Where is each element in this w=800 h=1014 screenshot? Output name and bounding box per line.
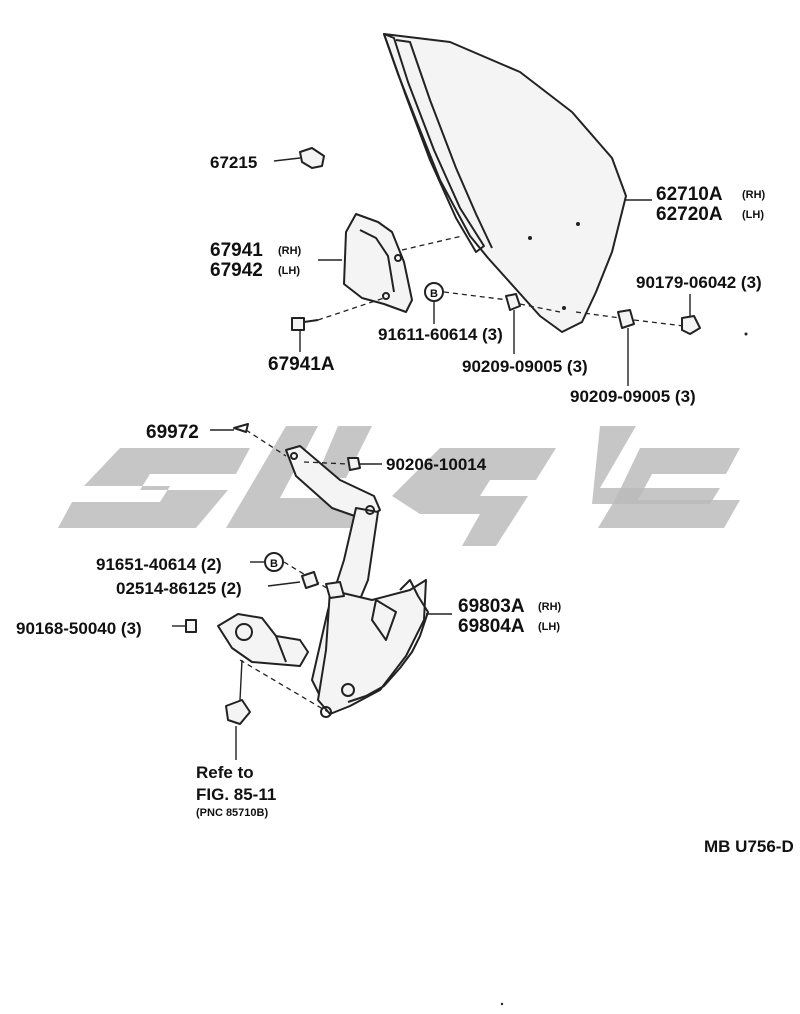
label-62710A: 62710A <box>656 184 723 205</box>
label-69804A: 69804A <box>458 616 525 637</box>
svg-text:B: B <box>430 288 438 300</box>
label-62720A-lh: (LH) <box>742 209 764 221</box>
label-67941: 67941 <box>210 240 263 261</box>
fasteners-91651-02514: B <box>250 552 345 599</box>
label-90168: 90168-50040 (3) <box>16 619 142 638</box>
svg-text:B: B <box>270 558 278 570</box>
diagram-code: MB U756-D <box>704 837 794 856</box>
washer-90206 <box>303 457 382 471</box>
label-90206: 90206-10014 <box>386 455 487 474</box>
label-pnc-ref: (PNC 85710B) <box>196 807 268 819</box>
label-67942: 67942 <box>210 260 263 281</box>
clip-69972 <box>210 423 287 457</box>
label-91611: 91611-60614 (3) <box>378 325 503 344</box>
label-67941A: 67941A <box>268 354 335 375</box>
label-69804A-lh: (LH) <box>538 621 560 633</box>
label-90179: 90179-06042 (3) <box>636 273 762 292</box>
label-69972: 69972 <box>146 422 199 443</box>
bolt-67941A <box>291 297 385 352</box>
label-91651: 91651-40614 (2) <box>96 555 222 574</box>
regulator-motor <box>172 613 329 760</box>
label-refe: Refe to <box>196 763 254 782</box>
door-glass <box>383 33 627 333</box>
b-marker-1: B <box>424 282 444 302</box>
label-62720A: 62720A <box>656 204 723 225</box>
label-67942-lh: (LH) <box>278 265 300 277</box>
dot-mark <box>500 1002 504 1006</box>
guide-glass-bracket <box>401 235 463 251</box>
label-02514: 02514-86125 (2) <box>116 579 242 598</box>
bolt-67215 <box>273 147 325 169</box>
label-69803A: 69803A <box>458 596 525 617</box>
label-90209-a: 90209-09005 (3) <box>462 357 588 376</box>
label-90209-b: 90209-09005 (3) <box>570 387 696 406</box>
label-69803A-rh: (RH) <box>538 601 562 613</box>
label-67941-rh: (RH) <box>278 245 302 257</box>
glass-fasteners <box>433 291 748 386</box>
watermark-logo <box>58 426 740 546</box>
label-fig-ref: FIG. 85-11 <box>196 785 276 804</box>
label-67215: 67215 <box>210 153 257 172</box>
glass-channel-bracket <box>343 213 413 313</box>
window-regulator <box>285 445 452 718</box>
label-62710A-rh: (RH) <box>742 189 766 201</box>
